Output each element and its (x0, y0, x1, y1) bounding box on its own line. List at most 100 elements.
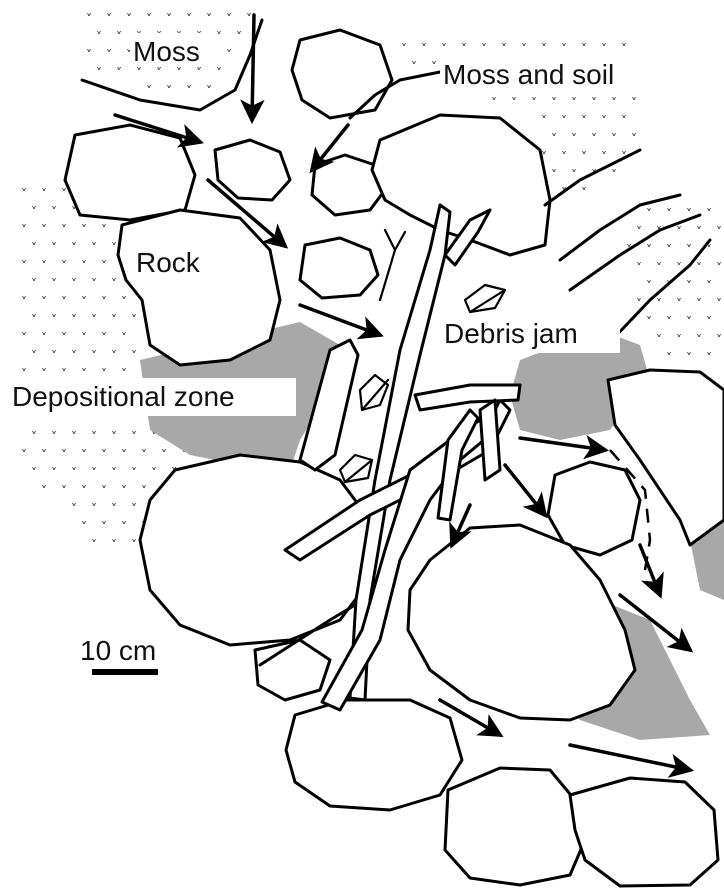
flow-arrow-icon (520, 438, 605, 450)
moss-mark: ˅ (631, 96, 637, 110)
moss-mark: ˅ (21, 448, 27, 462)
moss-mark: ˅ (611, 96, 617, 110)
moss-mark: ˅ (71, 313, 77, 327)
moss-mark: ˅ (71, 241, 77, 255)
moss-mark: ˅ (196, 66, 202, 80)
moss-mark: ˅ (601, 150, 607, 164)
moss-mark: ˅ (91, 502, 97, 516)
moss-mark: ˅ (581, 114, 587, 128)
moss-mark: ˅ (51, 313, 57, 327)
moss-mark: ˅ (131, 502, 137, 516)
moss-mark: ˅ (51, 349, 57, 363)
moss-mark: ˅ (666, 207, 672, 221)
moss-mark: ˅ (91, 538, 97, 552)
moss-mark: ˅ (696, 225, 702, 239)
moss-mark: ˅ (61, 448, 67, 462)
moss-mark: ˅ (141, 448, 147, 462)
branch-stub (480, 400, 500, 480)
moss-mark: ˅ (116, 66, 122, 80)
moss-mark: ˅ (601, 42, 607, 56)
moss-mark: ˅ (31, 349, 37, 363)
leaf-icon (360, 375, 388, 410)
moss-mark: ˅ (61, 223, 67, 237)
leaf-icon (340, 455, 372, 482)
moss-mark: ˅ (166, 12, 172, 26)
moss-mark: ˅ (551, 96, 557, 110)
moss-mark: ˅ (81, 448, 87, 462)
moss-mark: ˅ (601, 114, 607, 128)
moss-mark: ˅ (621, 114, 627, 128)
moss-mark: ˅ (106, 48, 112, 62)
moss-mark: ˅ (706, 279, 712, 293)
moss-mark: ˅ (666, 351, 672, 365)
moss-mark: ˅ (41, 484, 47, 498)
moss-mark: ˅ (551, 168, 557, 182)
moss-mark: ˅ (611, 132, 617, 146)
moss-mark: ˅ (131, 466, 137, 480)
moss-mark: ˅ (111, 538, 117, 552)
moss-mark: ˅ (121, 520, 127, 534)
flow-arrow-icon (505, 465, 545, 515)
label-moss: Moss (133, 36, 200, 67)
moss-mark: ˅ (631, 132, 637, 146)
moss-mark: ˅ (581, 150, 587, 164)
moss-mark: ˅ (636, 261, 642, 275)
moss-mark: ˅ (226, 48, 232, 62)
flow-arrow-icon (570, 745, 690, 770)
moss-mark: ˅ (116, 30, 122, 44)
moss-mark: ˅ (111, 349, 117, 363)
moss-mark: ˅ (101, 259, 107, 273)
moss-mark: ˅ (81, 223, 87, 237)
moss-mark: ˅ (61, 187, 67, 201)
moss-mark: ˅ (111, 466, 117, 480)
rock (292, 30, 392, 118)
moss-mark: ˅ (81, 259, 87, 273)
moss-mark: ˅ (591, 96, 597, 110)
moss-mark: ˅ (706, 351, 712, 365)
moss-mark: ˅ (106, 12, 112, 26)
bank-line-right (560, 195, 680, 260)
moss-mark: ˅ (186, 12, 192, 26)
moss-mark: ˅ (501, 42, 507, 56)
moss-mark: ˅ (111, 277, 117, 291)
rock (300, 238, 378, 298)
moss-mark: ˅ (401, 42, 407, 56)
moss-mark: ˅ (186, 84, 192, 98)
moss-mark: ˅ (571, 96, 577, 110)
rock (255, 640, 330, 700)
moss-mark: ˅ (31, 313, 37, 327)
moss-mark: ˅ (51, 466, 57, 480)
leaf-icon (465, 285, 505, 312)
rock-bottom-right (570, 778, 718, 886)
moss-mark: ˅ (156, 66, 162, 80)
moss-mark: ˅ (611, 168, 617, 182)
moss-mark: ˅ (121, 295, 127, 309)
rock (65, 125, 195, 220)
moss-mark: ˅ (21, 259, 27, 273)
moss-mark: ˅ (61, 331, 67, 345)
moss-mark: ˅ (111, 430, 117, 444)
moss-mark: ˅ (81, 520, 87, 534)
moss-mark: ˅ (81, 331, 87, 345)
moss-mark: ˅ (126, 12, 132, 26)
moss-mark: ˅ (41, 259, 47, 273)
moss-mark: ˅ (636, 225, 642, 239)
moss-mark: ˅ (666, 315, 672, 329)
moss-mark: ˅ (81, 295, 87, 309)
moss-mark: ˅ (146, 84, 152, 98)
moss-mark: ˅ (111, 313, 117, 327)
twig-icon (380, 230, 405, 300)
moss-mark: ˅ (91, 466, 97, 480)
moss-mark: ˅ (111, 241, 117, 255)
moss-mark: ˅ (131, 313, 137, 327)
moss-mark: ˅ (491, 96, 497, 110)
moss-mark: ˅ (216, 30, 222, 44)
moss-mark: ˅ (51, 430, 57, 444)
moss-mark: ˅ (686, 351, 692, 365)
moss-mark: ˅ (206, 84, 212, 98)
moss-mark: ˅ (51, 277, 57, 291)
moss-mark: ˅ (646, 279, 652, 293)
moss-mark: ˅ (441, 42, 447, 56)
moss-mark: ˅ (71, 502, 77, 516)
moss-mark: ˅ (166, 84, 172, 98)
